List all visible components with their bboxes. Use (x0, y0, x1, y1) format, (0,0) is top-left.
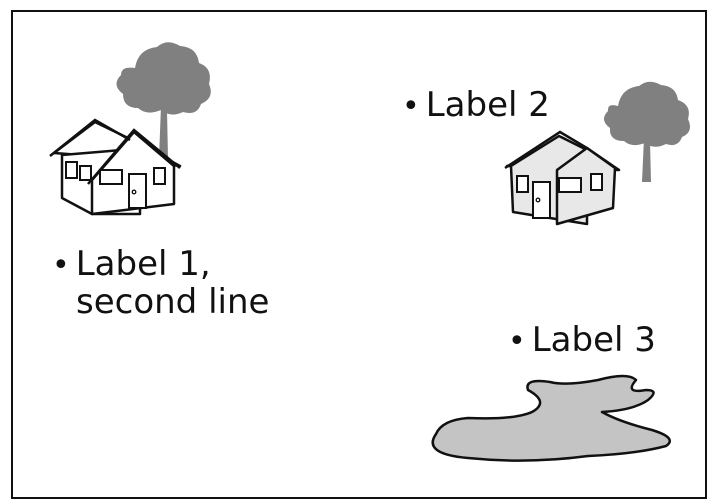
bullet-icon: • (52, 248, 70, 283)
label-1: •Label 1, (52, 245, 211, 285)
label-2: •Label 2 (402, 85, 550, 125)
bullet-icon: • (402, 89, 420, 124)
house-1-icon (49, 118, 182, 216)
pond-icon (431, 374, 671, 462)
house-2-icon (504, 130, 621, 226)
tree-1-icon (116, 42, 211, 158)
bullet-icon: • (508, 324, 526, 359)
tree-2-icon (603, 81, 690, 182)
label-1-continuation: second line (76, 283, 269, 321)
label-1-line-1: Label 1, (75, 244, 211, 284)
label-1-line-2: second line (76, 282, 270, 322)
label-3: •Label 3 (508, 320, 656, 360)
